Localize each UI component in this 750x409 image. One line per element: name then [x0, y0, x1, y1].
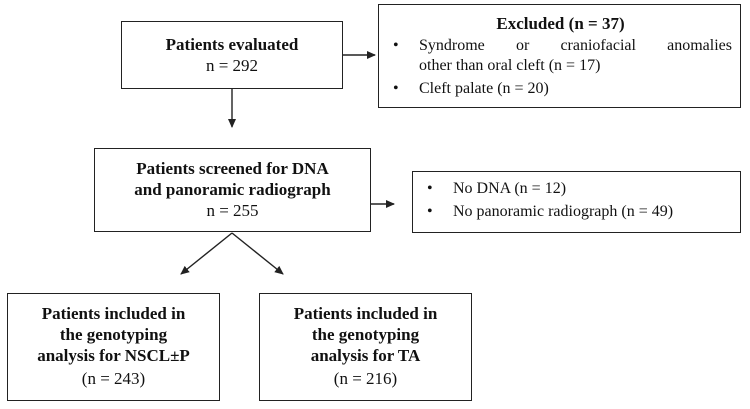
excluded-item: • Syndrome or craniofacial anomalies oth… — [389, 36, 732, 76]
screening-exclusions-list: • No DNA (n = 12) • No panoramic radiogr… — [423, 179, 732, 222]
patients-evaluated-count: n = 292 — [205, 56, 259, 75]
screening-exclusion-text: No panoramic radiograph (n = 49) — [453, 203, 674, 220]
excluded-item-line1: Syndrome or craniofacial anomalies — [419, 37, 732, 54]
included-nscl-line1: Patients included in — [41, 304, 186, 323]
patients-screened-box: Patients screened for DNA and panoramic … — [94, 148, 371, 232]
excluded-count: (n = 37) — [568, 14, 625, 33]
patients-evaluated-box: Patients evaluated n = 292 — [121, 21, 343, 89]
excluded-item-line1: Cleft palate (n = 20) — [419, 80, 549, 97]
bullet-icon: • — [427, 180, 433, 197]
included-nscl-box: Patients included in the genotyping anal… — [7, 293, 220, 401]
screened-title-line2: and panoramic radiograph — [134, 180, 331, 199]
screening-exclusion-text: No DNA (n = 12) — [453, 180, 567, 197]
excluded-item-line2: other than oral cleft (n = 17) — [419, 57, 601, 74]
included-nscl-line2: the genotyping — [59, 325, 168, 344]
bullet-icon: • — [393, 37, 399, 54]
excluded-item: • Cleft palate (n = 20) — [389, 79, 732, 99]
included-ta-box: Patients included in the genotyping anal… — [259, 293, 472, 401]
included-ta-line1: Patients included in — [293, 304, 438, 323]
screening-exclusion-item: • No panoramic radiograph (n = 49) — [423, 202, 732, 222]
included-ta-line2: the genotyping — [311, 325, 420, 344]
excluded-heading: Excluded (n = 37) — [389, 13, 732, 34]
included-nscl-count: (n = 243) — [81, 369, 146, 388]
screened-count: n = 255 — [206, 201, 259, 220]
screening-exclusion-item: • No DNA (n = 12) — [423, 179, 732, 199]
included-nscl-line3: analysis for NSCL±P — [37, 346, 190, 365]
excluded-box: Excluded (n = 37) • Syndrome or craniofa… — [378, 4, 741, 108]
screened-title-line1: Patients screened for DNA — [136, 159, 329, 178]
excluded-list: • Syndrome or craniofacial anomalies oth… — [389, 36, 732, 99]
arrow-screened-to-ta — [231, 232, 284, 275]
bullet-icon: • — [427, 203, 433, 220]
screening-exclusions-box: • No DNA (n = 12) • No panoramic radiogr… — [412, 171, 741, 233]
bullet-icon: • — [393, 80, 399, 97]
included-ta-count: (n = 216) — [333, 369, 398, 388]
included-ta-line3: analysis for TA — [310, 346, 421, 365]
patients-evaluated-title: Patients evaluated — [165, 35, 299, 54]
excluded-title: Excluded — [496, 14, 565, 33]
arrow-screened-to-nscl — [180, 232, 233, 275]
